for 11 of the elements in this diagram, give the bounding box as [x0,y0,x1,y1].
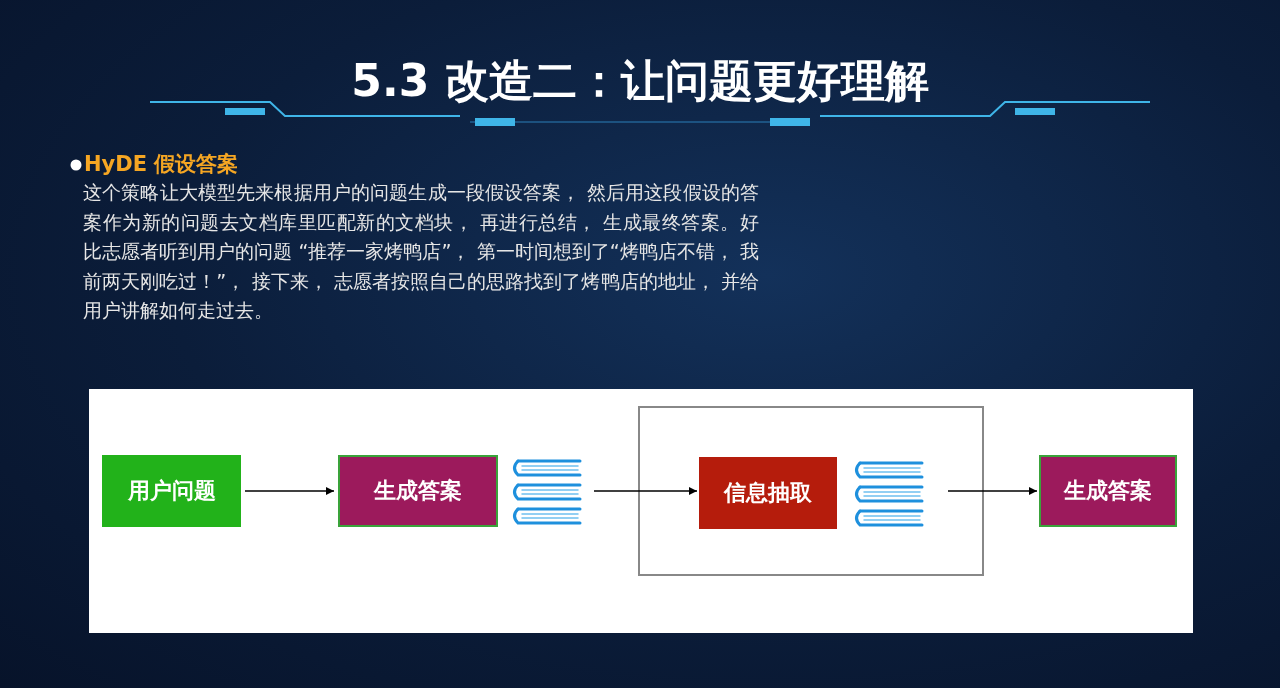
process-box: 生成答案 [1039,455,1177,527]
arrow [593,487,698,495]
arrow [947,487,1038,495]
process-box: 用户问题 [102,455,241,527]
slide-title: 5.3 改造二：让问题更好理解 [350,54,930,108]
bullet-heading: HyDE 假设答案 [84,152,239,176]
arrow [244,487,335,495]
description-paragraph: 这个策略让大模型先来根据用户的问题生成一段假设答案， 然后用这段假设的答案作为新的问题去文档库里匹配新的文档块， 再进行总结， 生成最终答案。好比志愿者听到用户的问题 “推荐一家烤鸭店”， 第一时间想到了“烤鸭店不错， 我前两天刚吃过！”， 接下来， 志愿者按照自己的思路找到了烤鸭店的地址， 并给用户讲解如何走过去。 [83,180,759,324]
process-box: 信息抽取 [699,457,837,529]
group-frame [638,406,984,576]
process-box: 生成答案 [338,455,498,527]
